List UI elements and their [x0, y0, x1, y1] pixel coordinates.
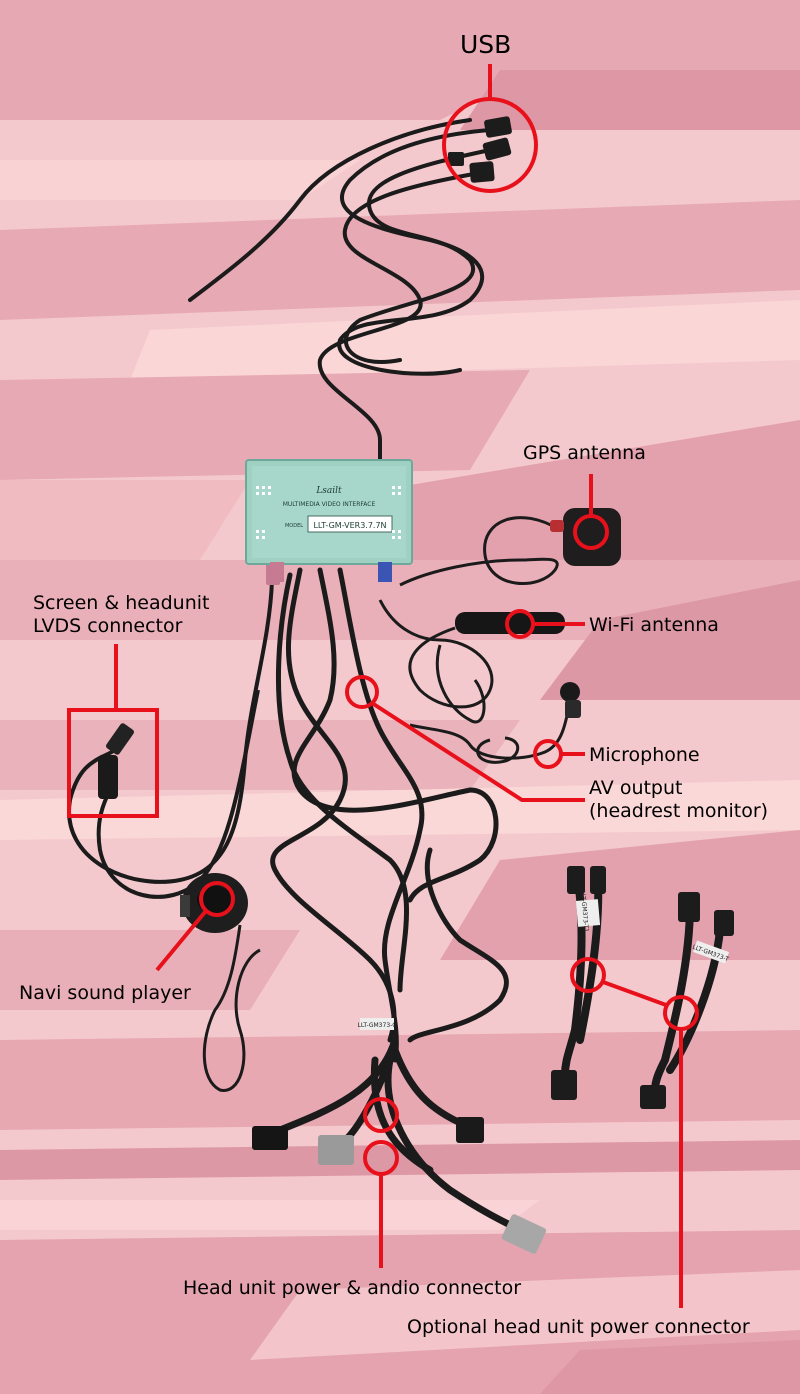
module-model: LLT-GM-VER3.7.7N: [313, 521, 386, 530]
label-wifi-antenna: Wi-Fi antenna: [589, 614, 719, 636]
wifi-antenna: [378, 599, 565, 724]
power-callout-circle-1: [363, 1097, 399, 1133]
label-av-output-line1: AV output: [589, 777, 683, 799]
video-interface-module: Lsailt MULTIMEDIA VIDEO INTERFACE MODEL …: [245, 459, 413, 582]
lvds-callout-box: [67, 708, 159, 818]
label-navi-sound-player: Navi sound player: [19, 982, 191, 1004]
label-lvds-connector: Screen & headunit LVDS connector: [33, 592, 209, 638]
usb-cables: [188, 118, 492, 464]
label-lvds-line1: Screen & headunit: [33, 592, 210, 614]
label-usb: USB: [460, 30, 512, 59]
connector-tags: LLT-GM373-T1 LLT-GM373-T LLT-GM373-C: [358, 890, 730, 1030]
label-optional-head-unit-power: Optional head unit power connector: [407, 1316, 750, 1338]
speaker-device: [180, 873, 261, 1092]
main-harness-cables: [270, 567, 509, 1063]
power-plugs: [252, 1117, 547, 1254]
microphone-device: [409, 682, 581, 764]
tag-harness-left: LLT-GM373-T1: [579, 890, 590, 932]
optional-callout-circle-1: [570, 957, 606, 993]
usb-plugs: [448, 116, 512, 183]
module-brand: Lsailt: [315, 486, 342, 496]
callouts: [67, 64, 699, 1308]
label-head-unit-power: Head unit power & andio connector: [183, 1277, 522, 1299]
navi-callout-circle: [199, 881, 235, 917]
label-av-output-line2: (headrest monitor): [589, 800, 769, 822]
module-model-label: MODEL: [285, 523, 303, 529]
label-gps-antenna: GPS antenna: [523, 442, 646, 464]
label-lvds-line2: LVDS connector: [33, 615, 183, 637]
module-title: MULTIMEDIA VIDEO INTERFACE: [283, 501, 376, 508]
power-callout-circle-2: [363, 1140, 399, 1176]
label-microphone: Microphone: [589, 744, 700, 766]
tag-main-harness: LLT-GM373-C: [358, 1022, 397, 1029]
lvds-cable: [67, 579, 274, 899]
label-av-output: AV output (headrest monitor): [589, 777, 768, 823]
optional-plugs: [551, 866, 734, 1109]
av-callout-circle: [345, 675, 379, 709]
